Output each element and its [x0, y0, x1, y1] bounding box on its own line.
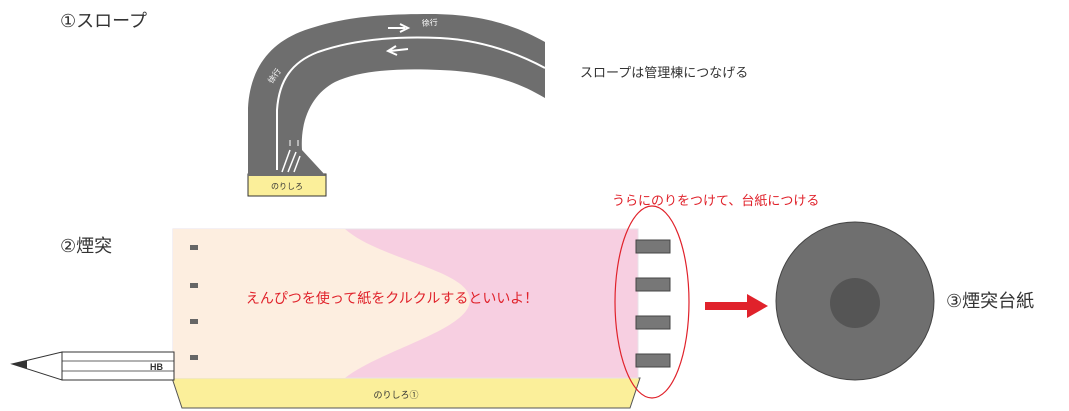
base-inner-circle: [830, 278, 880, 328]
slope-piece: 徐行 徐行 のりしろ: [247, 14, 546, 197]
road-side-marks: [289, 140, 317, 146]
chimney-right-tabs: [635, 239, 671, 368]
road-arrow-left-icon: [385, 45, 409, 56]
road-hatching: [281, 149, 301, 173]
pencil-curl-note: えんぴつを使って紙をクルクルするといいよ！: [246, 290, 538, 307]
slope-glue-tab-label: のりしろ: [271, 182, 303, 191]
slope-road: [248, 14, 545, 176]
glue-back-note: うらにのりをつけて、台紙につける: [612, 194, 820, 209]
tabs-highlight-ellipse: [614, 205, 690, 399]
slope-heading: ①スロープ: [60, 11, 148, 32]
chimney-glue-tab-label: のりしろ①: [373, 390, 418, 400]
chimney-base-heading: ③煙突台紙: [946, 291, 1035, 312]
chimney-body-wave: [173, 229, 470, 378]
pencil-grade-label: HB: [150, 362, 163, 372]
chimney-base: [775, 221, 935, 381]
chimney-heading: ②煙突: [60, 236, 113, 257]
chimney-left-slots: [190, 245, 198, 360]
road-label-upper: 徐行: [421, 17, 438, 28]
pencil-icon: HB: [10, 351, 175, 381]
road-arrow-right-icon: [388, 23, 411, 33]
chimney-piece: のりしろ① えんぴつを使って紙をクルクルするといいよ！: [171, 228, 671, 409]
red-arrow-icon: [705, 294, 768, 318]
slope-connect-note: スロープは管理棟につなげる: [580, 66, 749, 81]
